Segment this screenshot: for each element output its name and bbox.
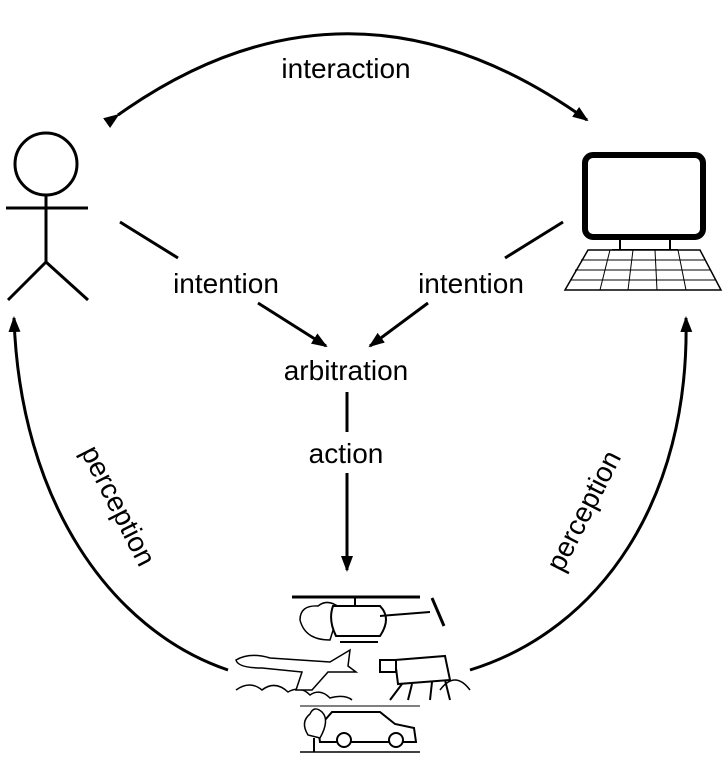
perception-arrow-left (8, 316, 229, 672)
intention-label-left: intention (173, 268, 279, 299)
intention-arrow-right-upper (504, 220, 564, 260)
interaction-label: interaction (281, 53, 410, 84)
intention-label-right: intention (418, 268, 524, 299)
vehicles-scene-icon (235, 595, 471, 753)
intention-arrow-right (368, 301, 429, 348)
interaction-arrow (103, 32, 589, 128)
intention-arrow-left-upper (119, 220, 179, 260)
perception-label-right: perception (540, 445, 627, 576)
computer-terminal-icon (563, 152, 723, 291)
perception-label-left: perception (75, 440, 162, 571)
action-label: action (309, 438, 384, 469)
arbitration-label: arbitration (284, 355, 409, 386)
intention-arrow-left (257, 301, 328, 348)
perception-arrow-right (469, 316, 693, 672)
stick-figure-icon (6, 131, 90, 302)
